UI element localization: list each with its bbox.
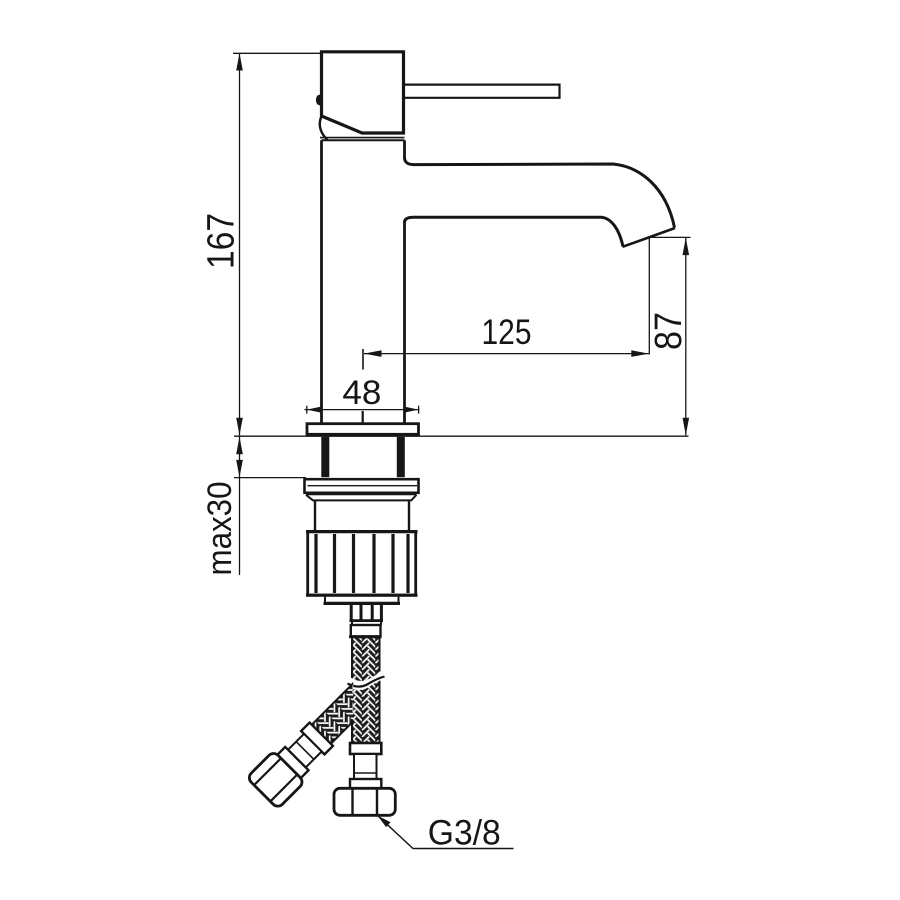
svg-text:max30: max30 <box>201 482 239 576</box>
svg-text:167: 167 <box>201 213 243 269</box>
svg-text:87: 87 <box>648 312 690 350</box>
svg-text:48: 48 <box>342 374 381 412</box>
svg-text:G3/8: G3/8 <box>428 814 501 853</box>
svg-text:125: 125 <box>482 313 532 352</box>
